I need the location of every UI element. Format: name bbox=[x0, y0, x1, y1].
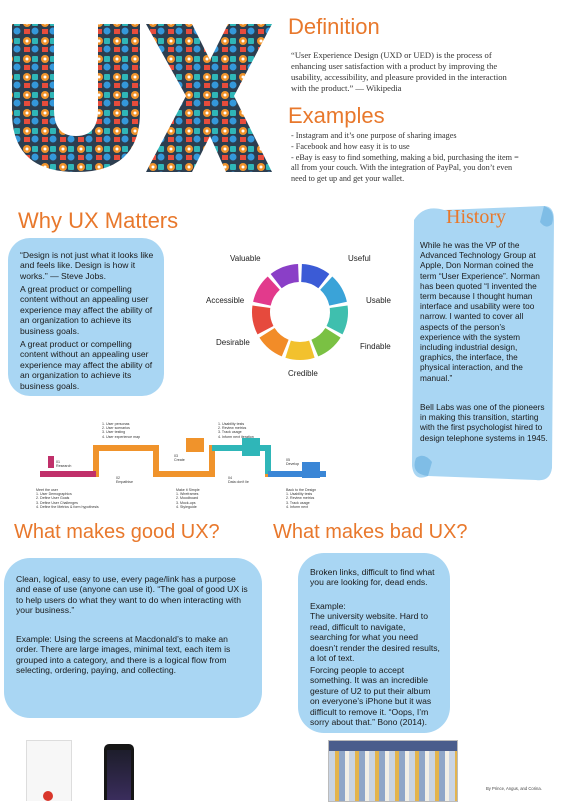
examples-item: - eBay is easy to find something, making… bbox=[291, 152, 519, 184]
university-website-image bbox=[328, 740, 458, 802]
examples-item: - Instagram and it’s one purpose of shar… bbox=[291, 131, 457, 140]
honeycomb-ring bbox=[252, 264, 348, 360]
definition-text: “User Experience Design (UXD or UED) is … bbox=[291, 50, 507, 93]
process-path bbox=[40, 438, 326, 478]
bad-ux-para1: Broken links, difficult to find what you… bbox=[310, 567, 435, 588]
examples-list: - Instagram and it’s one purpose of shar… bbox=[291, 131, 527, 185]
history-para2: Bell Labs was one of the pioneers in mak… bbox=[420, 402, 548, 443]
bottom-notes-3: Back to the Design 1. Usability tests 2.… bbox=[286, 488, 317, 509]
ring-segment bbox=[259, 328, 289, 357]
ring-segment bbox=[270, 264, 299, 289]
label-credible: Credible bbox=[288, 369, 318, 378]
step-create: 03 Create bbox=[174, 454, 185, 463]
why-ux-para2: A great product or compelling content wi… bbox=[20, 339, 153, 391]
label-usable: Usable bbox=[366, 296, 391, 305]
step-research: 01 Research bbox=[56, 460, 72, 469]
ordering-screen-image bbox=[26, 740, 72, 801]
examples-heading: Examples bbox=[288, 103, 385, 128]
bad-ux-para2: Example: The university website. Hard to… bbox=[310, 601, 440, 664]
ring-segment bbox=[253, 276, 280, 306]
why-ux-heading: Why UX Matters bbox=[18, 208, 179, 233]
label-useful: Useful bbox=[348, 254, 371, 263]
ring-segment bbox=[320, 276, 347, 306]
ring-segment bbox=[301, 264, 330, 289]
ux-process-infographic: 01 Research 02 Empathise 03 Create 04 Da… bbox=[36, 418, 336, 510]
good-ux-heading: What makes good UX? bbox=[14, 521, 220, 543]
bottom-notes-1: Meet the user 1. User Demographics 2. De… bbox=[36, 488, 99, 509]
bad-ux-heading: What makes bad UX? bbox=[273, 521, 468, 543]
label-findable: Findable bbox=[360, 342, 391, 351]
ux-logo bbox=[4, 18, 274, 178]
scroll-shape bbox=[412, 206, 554, 481]
record-button-icon bbox=[43, 791, 53, 801]
step-data: 04 Data don't lie bbox=[228, 476, 249, 485]
ring-segment bbox=[311, 328, 341, 357]
examples-item: - Facebook and how easy it is to use bbox=[291, 141, 410, 151]
history-heading: History bbox=[446, 206, 506, 228]
bad-ux-bubble: Broken links, difficult to find what you… bbox=[298, 553, 450, 733]
good-ux-bubble: Clean, logical, easy to use, every page/… bbox=[4, 558, 262, 718]
step-empathise: 02 Empathise bbox=[116, 476, 133, 485]
ux-icon-collage bbox=[12, 24, 272, 172]
why-ux-bubble: “Design is not just what it looks like a… bbox=[8, 238, 164, 396]
credit-text: By Prince, Angus, and Corina. bbox=[486, 786, 542, 791]
ring-segment bbox=[285, 340, 315, 360]
history-para1: While he was the VP of the Advanced Tech… bbox=[420, 240, 540, 383]
good-ux-para1: Clean, logical, easy to use, every page/… bbox=[16, 574, 248, 616]
ring-segment bbox=[252, 305, 274, 335]
label-valuable: Valuable bbox=[230, 254, 261, 263]
bottom-notes-2: Make it Simple 1. Wireframes 2. Moodboar… bbox=[176, 488, 200, 509]
why-ux-para1: A great product or compelling content wi… bbox=[20, 284, 153, 336]
top-notes-1: 1. User personas 2. User scenarios 3. Us… bbox=[102, 422, 141, 439]
why-ux-quote: “Design is not just what it looks like a… bbox=[20, 250, 154, 281]
ring-segment bbox=[326, 305, 348, 335]
good-ux-para2: Example: Using the screens at Macdonald’… bbox=[16, 634, 231, 676]
ux-honeycomb: Valuable Useful Accessible Usable Desira… bbox=[200, 238, 400, 388]
phone-image bbox=[104, 744, 134, 800]
label-accessible: Accessible bbox=[206, 296, 245, 305]
label-desirable: Desirable bbox=[216, 338, 250, 347]
step-develop: 05 Develop bbox=[286, 458, 300, 467]
history-scroll: History While he was the VP of the Advan… bbox=[404, 200, 556, 486]
definition-heading: Definition bbox=[288, 14, 380, 39]
top-notes-2: 1. Usability tests 2. Review metrics 3. … bbox=[218, 422, 254, 439]
bad-ux-para3: Forcing people to accept something. It w… bbox=[310, 665, 432, 728]
